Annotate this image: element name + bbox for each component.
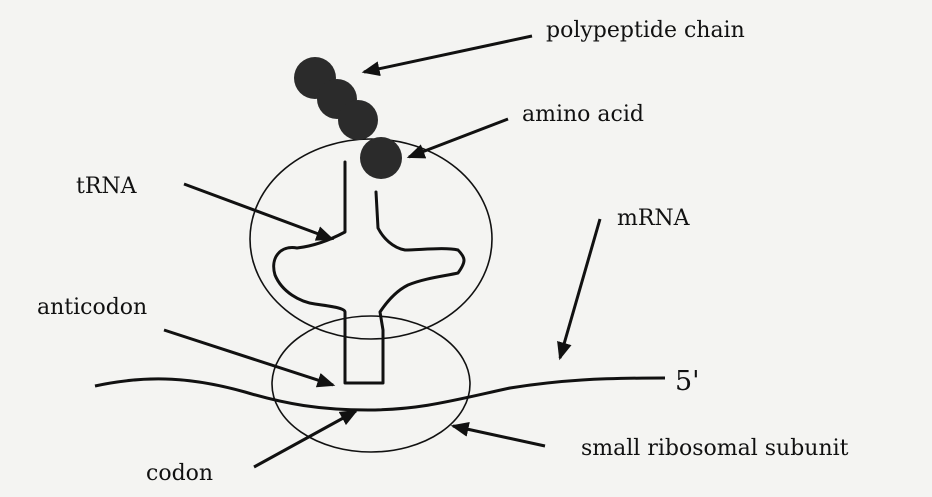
trna-structure bbox=[272, 160, 466, 385]
codon-label: codon bbox=[146, 461, 213, 486]
amino-acid-arrow bbox=[406, 117, 509, 159]
polypeptide-chain bbox=[294, 57, 402, 179]
amino-acid-label: amino acid bbox=[522, 102, 644, 127]
trna-arrow bbox=[183, 182, 335, 241]
anticodon-arrow bbox=[163, 328, 336, 388]
codon-arrow bbox=[253, 409, 359, 469]
mrna-arrow bbox=[557, 218, 602, 361]
small-ribosomal-subunit-label: small ribosomal subunit bbox=[581, 436, 849, 461]
five-prime-label: 5' bbox=[675, 366, 700, 397]
large-ribosomal-subunit bbox=[249, 138, 493, 340]
small-ribosomal-subunit bbox=[271, 315, 471, 453]
polypeptide-chain-label: polypeptide chain bbox=[546, 18, 745, 43]
polypeptide-chain-arrow bbox=[361, 34, 533, 77]
amino-acid-bead bbox=[360, 137, 402, 179]
trna-label: tRNA bbox=[76, 174, 138, 199]
anticodon-label: anticodon bbox=[37, 295, 147, 320]
mrna-strand bbox=[94, 376, 666, 412]
amino-acid-bead bbox=[338, 100, 378, 140]
small-subunit-arrow bbox=[450, 421, 546, 448]
mrna-label: mRNA bbox=[617, 206, 691, 231]
